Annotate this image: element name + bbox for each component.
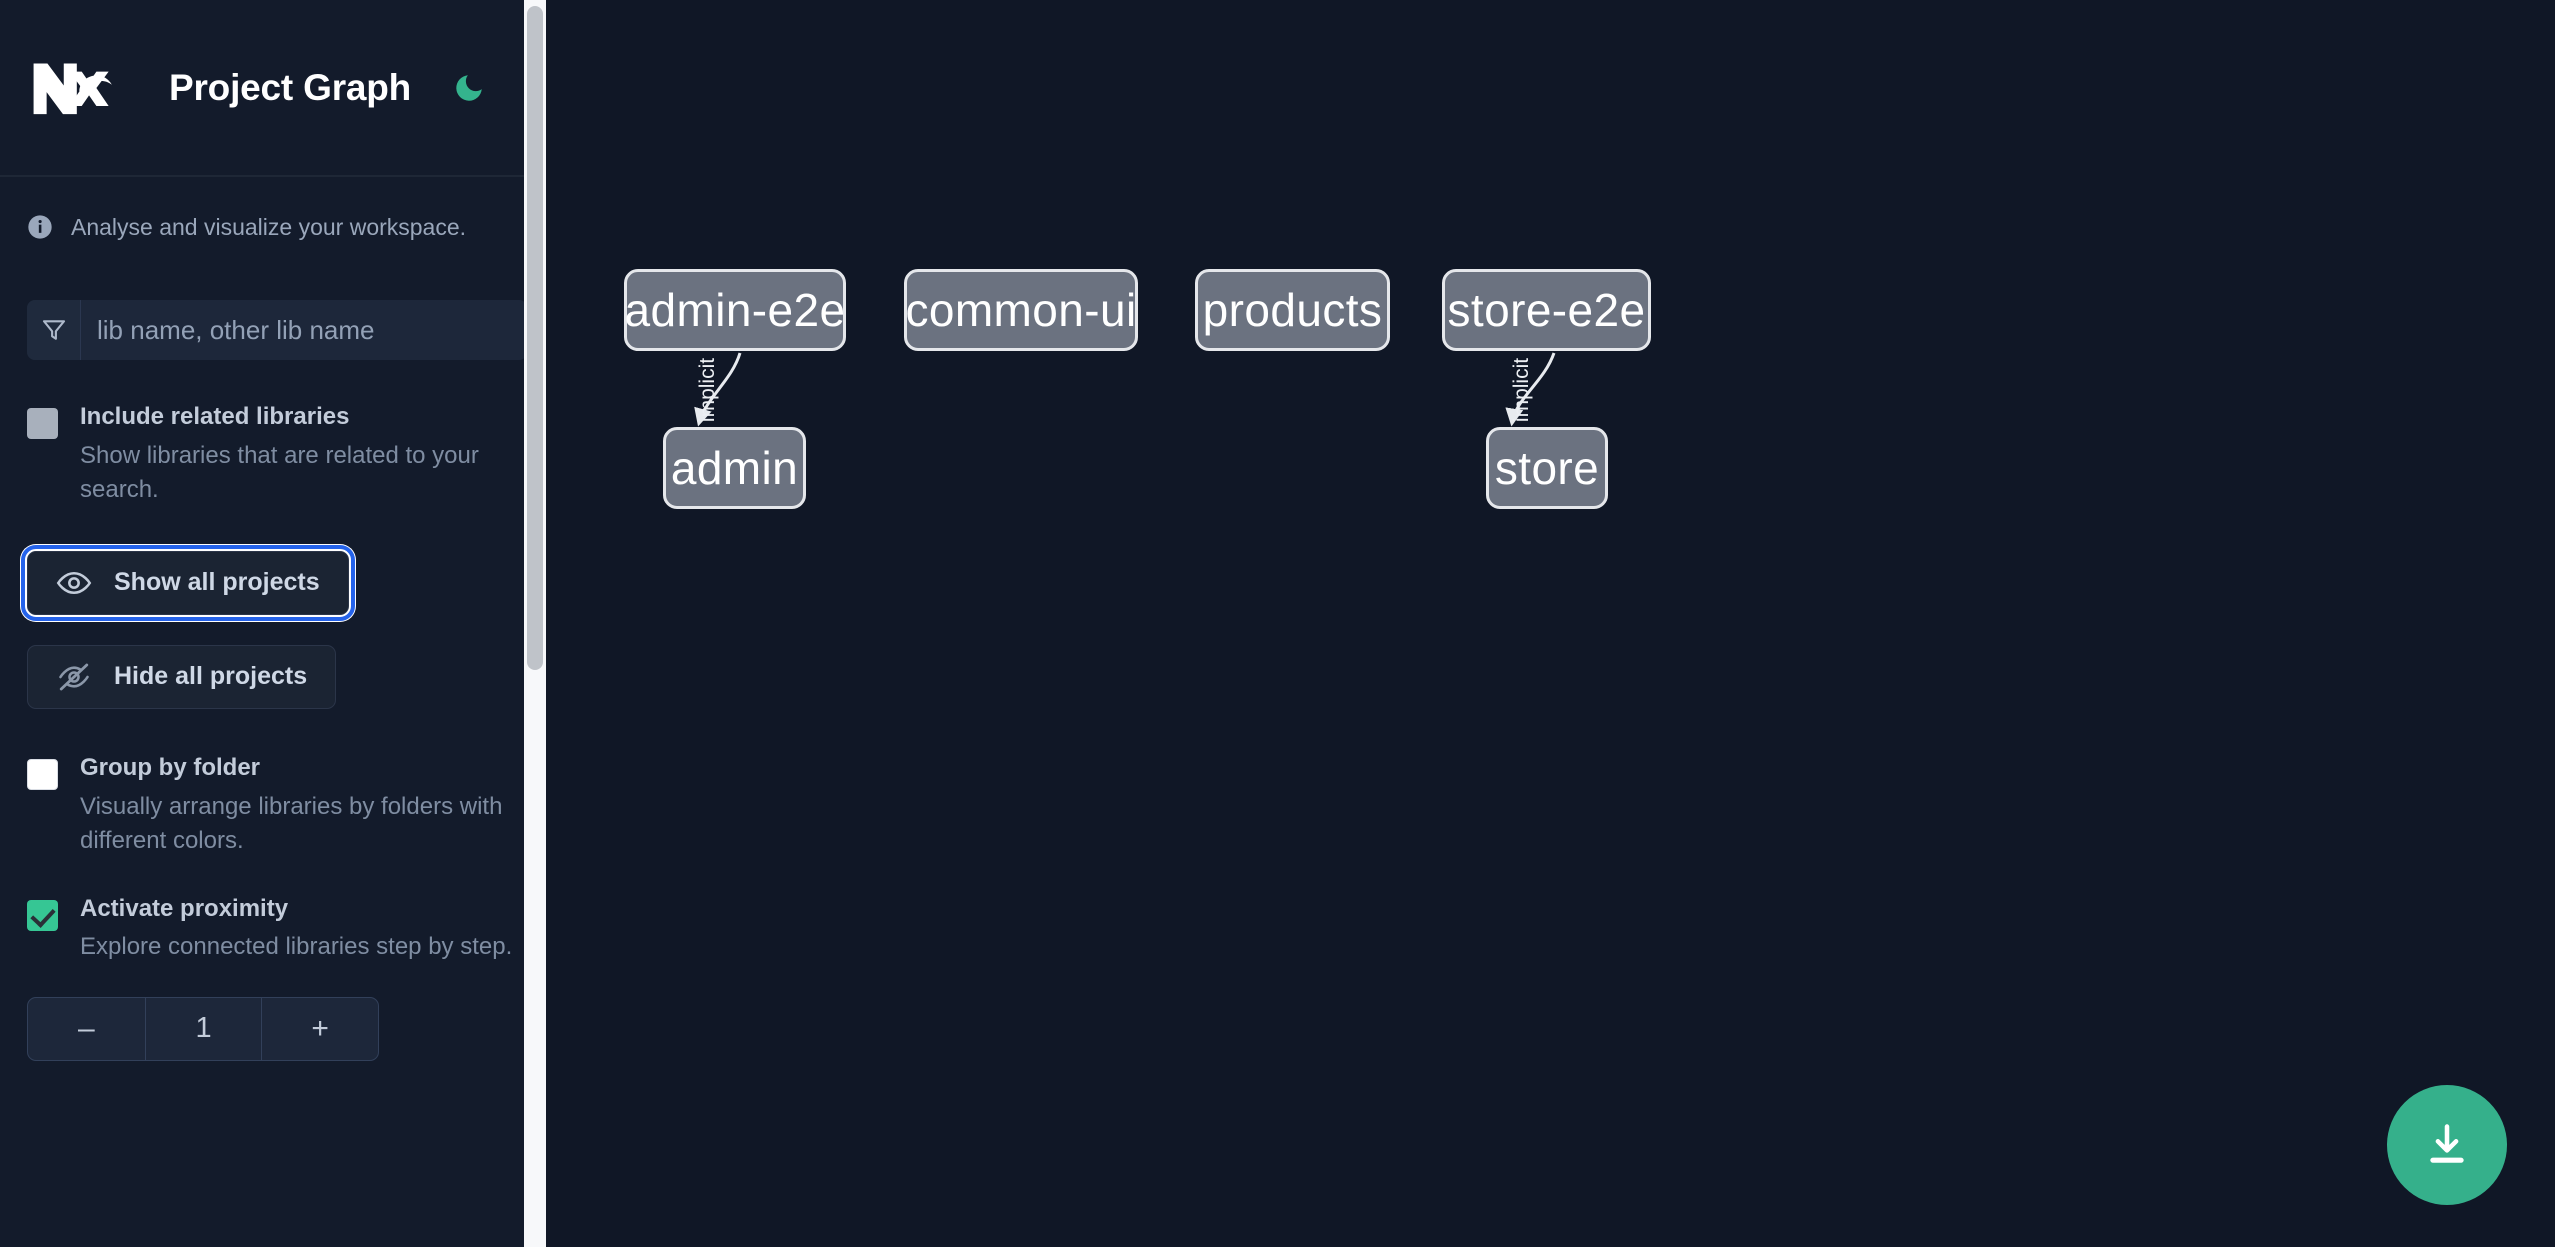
eye-icon xyxy=(56,565,92,601)
sidebar-scrollbar-track[interactable] xyxy=(524,0,546,1247)
activate-proximity-checkbox[interactable] xyxy=(27,899,58,931)
page-title: Project Graph xyxy=(169,66,412,108)
workspace-hint-text: Analyse and visualize your workspace. xyxy=(71,213,467,240)
graph-node-store[interactable]: store xyxy=(1486,427,1608,509)
sidebar-header: Project Graph xyxy=(0,0,554,177)
info-icon xyxy=(26,213,54,241)
sidebar-body: Analyse and visualize your workspace. In… xyxy=(0,177,554,1247)
option-description: Visually arrange libraries by folders wi… xyxy=(80,792,503,854)
graph-node-label: store-e2e xyxy=(1447,284,1646,336)
filter-funnel-icon xyxy=(27,300,81,360)
hide-all-projects-label: Hide all projects xyxy=(114,662,308,691)
graph-node-label: admin-e2e xyxy=(624,284,846,336)
graph-node-products[interactable]: products xyxy=(1195,269,1390,351)
graph-edge-label-store-e2e-store: implicit xyxy=(1510,357,1533,423)
download-icon xyxy=(2421,1119,2473,1171)
graph-node-label: products xyxy=(1202,284,1383,336)
option-activate-proximity: Activate proximity Explore connected lib… xyxy=(0,894,554,965)
option-title: Include related libraries xyxy=(80,403,350,430)
workspace-hint: Analyse and visualize your workspace. xyxy=(0,177,554,241)
show-all-projects-button[interactable]: Show all projects xyxy=(21,544,355,621)
graph-edge-label-admin-e2e-admin: implicit xyxy=(696,357,719,423)
option-title: Group by folder xyxy=(80,753,260,781)
option-include-related-libraries: Include related libraries Show libraries… xyxy=(0,402,554,507)
option-group-by-folder: Group by folder Visually arrange librari… xyxy=(0,753,554,858)
hide-all-projects-button[interactable]: Hide all projects xyxy=(27,644,337,709)
option-title: Activate proximity xyxy=(80,894,289,922)
include-related-libraries-checkbox[interactable] xyxy=(27,408,58,439)
graph-node-label: store xyxy=(1494,442,1600,494)
sidebar-edge-divider xyxy=(546,0,554,1247)
group-by-folder-checkbox[interactable] xyxy=(27,758,58,790)
nx-logo-icon xyxy=(27,57,125,119)
sidebar: Project Graph Analyse and visualize your… xyxy=(0,0,554,1247)
graph-node-label: common-ui xyxy=(905,284,1137,336)
search-bar[interactable] xyxy=(27,300,527,360)
graph-node-admin-e2e[interactable]: admin-e2e xyxy=(624,269,846,351)
eye-off-icon xyxy=(56,659,92,695)
moon-icon[interactable] xyxy=(449,68,489,108)
option-description: Explore connected libraries step by step… xyxy=(80,933,513,961)
search-input[interactable] xyxy=(81,300,527,360)
sidebar-scrollbar-thumb[interactable] xyxy=(527,6,543,670)
graph-edges-layer xyxy=(694,352,1556,427)
proximity-decrement-button[interactable]: – xyxy=(77,1011,95,1045)
proximity-value: 1 xyxy=(144,997,262,1060)
download-image-button[interactable] xyxy=(2387,1085,2507,1205)
graph-node-common-ui[interactable]: common-ui xyxy=(904,269,1138,351)
proximity-increment-button[interactable]: + xyxy=(261,997,378,1060)
proximity-stepper: – 1 + xyxy=(27,996,379,1061)
graph-node-admin[interactable]: admin xyxy=(663,427,806,509)
option-description: Show libraries that are related to your … xyxy=(80,441,479,503)
graph-node-label: admin xyxy=(670,442,799,494)
graph-node-store-e2e[interactable]: store-e2e xyxy=(1442,269,1651,351)
show-all-projects-label: Show all projects xyxy=(114,568,320,597)
graph-canvas[interactable]: admin-e2e common-ui products store-e2e a… xyxy=(554,0,2555,1247)
